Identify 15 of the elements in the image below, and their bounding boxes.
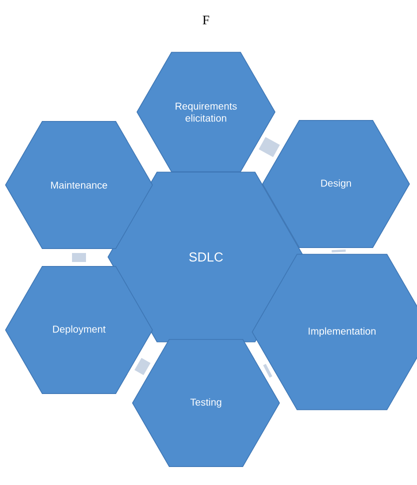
connector-band <box>263 364 272 378</box>
node-label: Implementation <box>308 327 376 337</box>
connector-band <box>72 253 86 262</box>
connector-band <box>332 250 346 252</box>
hexagon: Implementation <box>252 254 417 410</box>
connector-band <box>134 358 150 376</box>
hexagon: Design <box>262 120 410 248</box>
hexagon: Maintenance <box>5 120 153 250</box>
hexagon: Deployment <box>5 266 153 394</box>
hexagon: SDLC <box>108 172 304 342</box>
hexagon: Requirements elicitation <box>136 52 276 172</box>
node-label: Design <box>321 179 351 189</box>
letter-label: F <box>202 16 210 24</box>
connector-band <box>258 136 280 158</box>
hexagon: Testing <box>132 338 280 468</box>
